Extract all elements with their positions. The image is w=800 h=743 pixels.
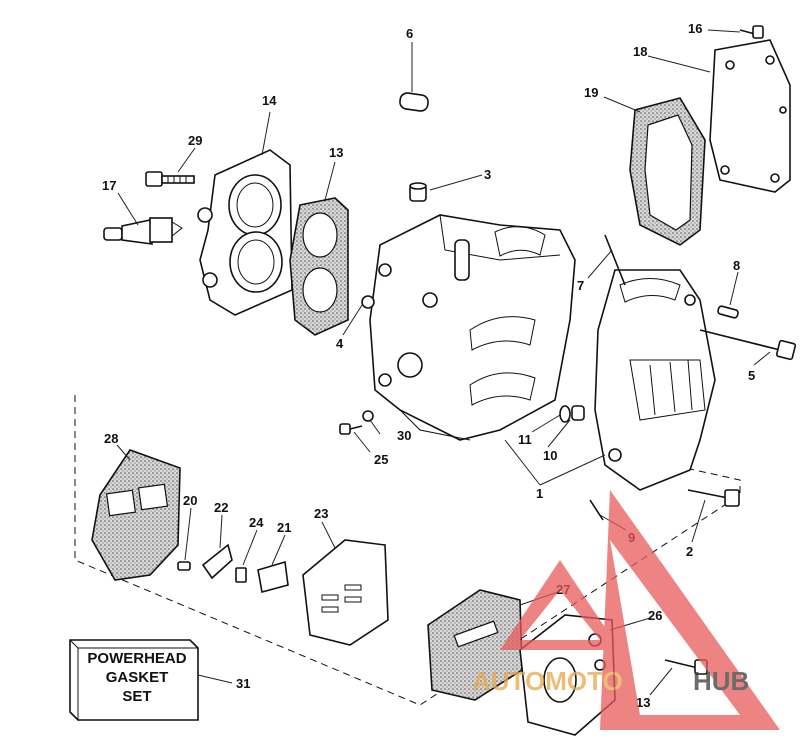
cover-gasket-19-part (629, 97, 706, 246)
callout-16: 16 (688, 21, 702, 36)
callout-2: 2 (686, 544, 693, 559)
gasket-box-line-2: GASKET (106, 669, 169, 686)
callout-11: 11 (518, 432, 532, 447)
gasket-set-box (69, 639, 199, 722)
callout-10: 10 (543, 448, 557, 463)
assembly-dashed-outline (74, 395, 741, 706)
callout-14: 14 (262, 93, 277, 108)
reed-plate-23-part (302, 539, 389, 646)
screw-16-part (739, 25, 764, 39)
reed-gasket-28-part (91, 449, 181, 581)
cylinder-block-part (369, 214, 576, 441)
dowel-8-part (717, 305, 739, 319)
callout-6: 6 (406, 26, 413, 41)
callout-numbers: 6 3 4 5 8 7 10 11 1 2 9 14 13 29 17 18 1… (102, 21, 755, 710)
plug-3-part (409, 182, 427, 202)
shim-24-part (235, 567, 247, 583)
pin-7-part (604, 234, 626, 286)
callout-1: 1 (536, 486, 543, 501)
callout-19: 19 (584, 85, 598, 100)
bolt-29-part (145, 171, 195, 187)
callout-25: 25 (374, 452, 388, 467)
plug-10-part (571, 405, 585, 421)
watermark-text-right: HUB (693, 666, 749, 696)
watermark-triangle-icon (600, 490, 780, 730)
gasket-box-line-1: POWERHEAD (87, 650, 186, 667)
washer-30-part (362, 410, 374, 422)
reed-21-part (257, 560, 289, 593)
callout-22: 22 (214, 500, 228, 515)
bolt-5-part (699, 329, 797, 361)
reed-stop-22-part (201, 543, 233, 580)
spark-plug-part (103, 217, 183, 245)
gasket-box-line-3: SET (122, 688, 151, 705)
watermark-inner-triangle-icon (500, 560, 620, 650)
callout-3: 3 (484, 167, 491, 182)
callout-24: 24 (249, 515, 264, 530)
callout-5: 5 (748, 368, 755, 383)
screw-25-part (339, 423, 363, 435)
callout-8: 8 (733, 258, 740, 273)
callout-21: 21 (277, 520, 291, 535)
dowel-4-part (361, 295, 375, 309)
callout-13: 13 (636, 695, 650, 710)
callout-29: 29 (188, 133, 202, 148)
watermark-logo: AUTOMOTO HUB (472, 490, 780, 730)
callout-12: 13 (329, 145, 343, 160)
callout-7: 7 (577, 278, 584, 293)
callout-18: 18 (633, 44, 647, 59)
dowel-6-part (399, 92, 429, 112)
cylinder-cover-part (197, 149, 293, 316)
callout-20: 20 (183, 493, 197, 508)
ring-11-part (559, 405, 571, 423)
callout-4: 4 (336, 336, 344, 351)
callout-26: 26 (648, 608, 662, 623)
screw-20-part (177, 561, 191, 571)
cylinder-gasket-part (289, 197, 349, 336)
pin-9-part (589, 499, 604, 521)
watermark-text-left: AUTOMOTO (472, 666, 623, 696)
callout-28: 28 (104, 431, 118, 446)
crankcase-part (594, 269, 716, 491)
bolt-2-part (687, 489, 740, 507)
cover-plate-18-part (709, 39, 791, 193)
callout-31: 31 (236, 676, 250, 691)
callout-30: 30 (397, 428, 411, 443)
callout-17: 17 (102, 178, 116, 193)
callout-23: 23 (314, 506, 328, 521)
